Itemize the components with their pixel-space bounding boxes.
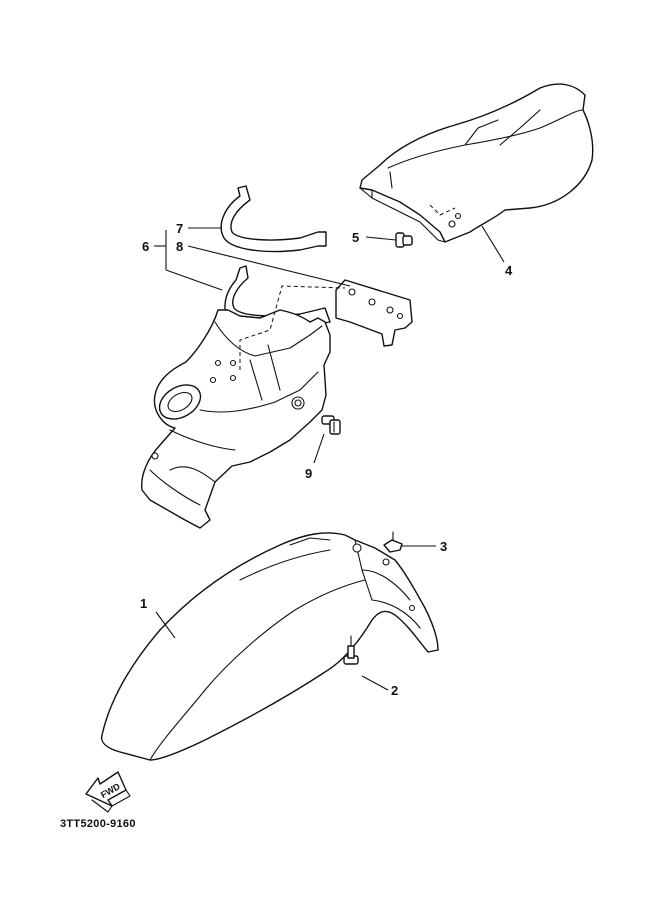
- callout-1: 1: [140, 596, 147, 611]
- callout-5: 5: [352, 230, 359, 245]
- drawing-code: 3TT5200-9160: [60, 818, 136, 830]
- part-4-rear-flap[interactable]: [359, 83, 594, 243]
- callout-2: 2: [391, 683, 398, 698]
- part-9-screw[interactable]: [321, 415, 341, 435]
- callout-4: 4: [505, 263, 513, 278]
- leader-lines: [154, 225, 505, 691]
- callout-9: 9: [305, 466, 312, 481]
- part-6-housing[interactable]: [141, 285, 346, 529]
- part-7-band[interactable]: [220, 185, 327, 253]
- part-5-bolt[interactable]: [395, 232, 413, 248]
- callout-3: 3: [440, 539, 447, 554]
- part-3-nut[interactable]: [383, 531, 403, 553]
- callout-labels: 1 2 3 4 5 6 7 8 9: [140, 221, 513, 698]
- part-2-bolt[interactable]: [343, 635, 359, 665]
- fwd-arrow-icon: FWD: [85, 771, 131, 813]
- part-1-front-fender[interactable]: [100, 532, 439, 761]
- callout-6: 6: [142, 239, 149, 254]
- callout-7: 7: [176, 221, 183, 236]
- callout-8: 8: [176, 239, 183, 254]
